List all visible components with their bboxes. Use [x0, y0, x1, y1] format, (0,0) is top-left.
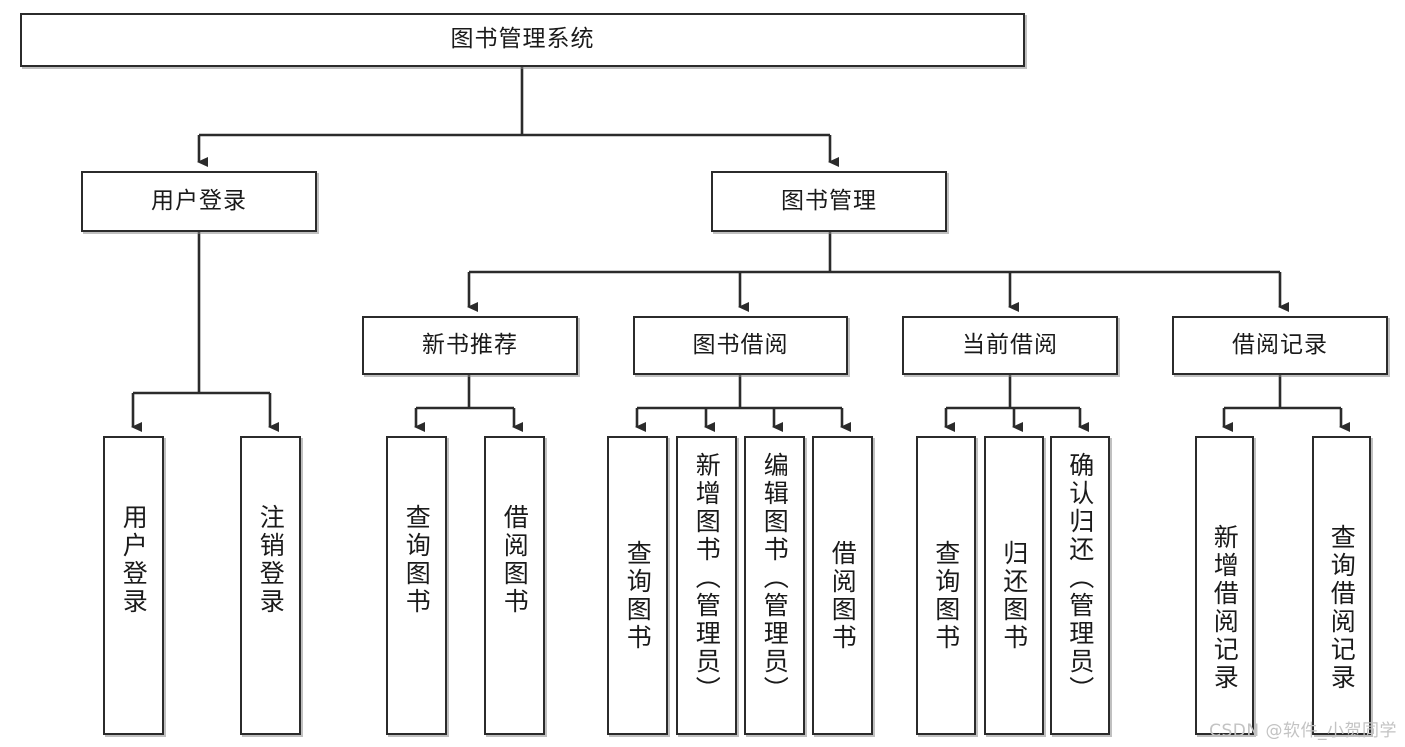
node-current-borrow-label: 当前借阅	[962, 331, 1058, 358]
leaf-query-book-borrow[interactable]: 查询图书	[607, 436, 668, 735]
leaf-return-book[interactable]: 归还图书	[984, 436, 1044, 735]
node-book-borrow-label: 图书借阅	[692, 331, 789, 358]
node-user-login[interactable]: 用户登录	[81, 171, 317, 232]
leaf-borrow-book-borrow[interactable]: 借阅图书	[812, 436, 873, 735]
leaf-borrow-book-newbook[interactable]: 借阅图书	[484, 436, 545, 735]
leaf-logout[interactable]: 注销登录	[240, 436, 301, 735]
leaf-query-book-current-label: 查询图书	[931, 540, 961, 652]
leaf-query-book-current[interactable]: 查询图书	[916, 436, 976, 735]
node-borrow-record[interactable]: 借阅记录	[1172, 316, 1388, 375]
leaf-edit-book-admin[interactable]: 编辑图书（管理员）	[744, 436, 805, 735]
leaf-user-login-label: 用户登录	[119, 504, 149, 616]
leaf-query-book-borrow-label: 查询图书	[623, 540, 653, 652]
node-user-login-label: 用户登录	[151, 187, 247, 214]
leaf-add-borrow-record[interactable]: 新增借阅记录	[1195, 436, 1254, 735]
leaf-borrow-book-borrow-label: 借阅图书	[828, 540, 858, 652]
node-book-borrow[interactable]: 图书借阅	[633, 316, 848, 375]
leaf-add-book-admin[interactable]: 新增图书（管理员）	[676, 436, 737, 735]
node-new-book-recommend-label: 新书推荐	[422, 331, 518, 358]
node-new-book-recommend[interactable]: 新书推荐	[362, 316, 578, 375]
leaf-query-book-newbook-label: 查询图书	[402, 504, 432, 616]
node-book-management[interactable]: 图书管理	[711, 171, 947, 232]
node-book-management-label: 图书管理	[781, 187, 877, 214]
leaf-query-book-newbook[interactable]: 查询图书	[386, 436, 447, 735]
leaf-query-borrow-record[interactable]: 查询借阅记录	[1312, 436, 1371, 735]
node-borrow-record-label: 借阅记录	[1232, 331, 1328, 358]
watermark: CSDN @软件_小贺同学	[1209, 721, 1397, 741]
leaf-add-book-admin-label: 新增图书（管理员）	[692, 452, 722, 704]
leaf-confirm-return-admin[interactable]: 确认归还（管理员）	[1050, 436, 1110, 735]
node-root[interactable]: 图书管理系统	[20, 13, 1025, 67]
node-current-borrow[interactable]: 当前借阅	[902, 316, 1118, 375]
leaf-return-book-label: 归还图书	[999, 540, 1029, 652]
leaf-confirm-return-admin-label: 确认归还（管理员）	[1065, 452, 1095, 704]
node-root-label: 图书管理系统	[450, 26, 595, 53]
leaf-borrow-book-newbook-label: 借阅图书	[500, 504, 530, 616]
leaf-edit-book-admin-label: 编辑图书（管理员）	[760, 452, 790, 704]
leaf-logout-label: 注销登录	[256, 504, 286, 616]
leaf-add-borrow-record-label: 新增借阅记录	[1210, 524, 1240, 692]
leaf-query-borrow-record-label: 查询借阅记录	[1327, 524, 1357, 692]
leaf-user-login[interactable]: 用户登录	[103, 436, 164, 735]
